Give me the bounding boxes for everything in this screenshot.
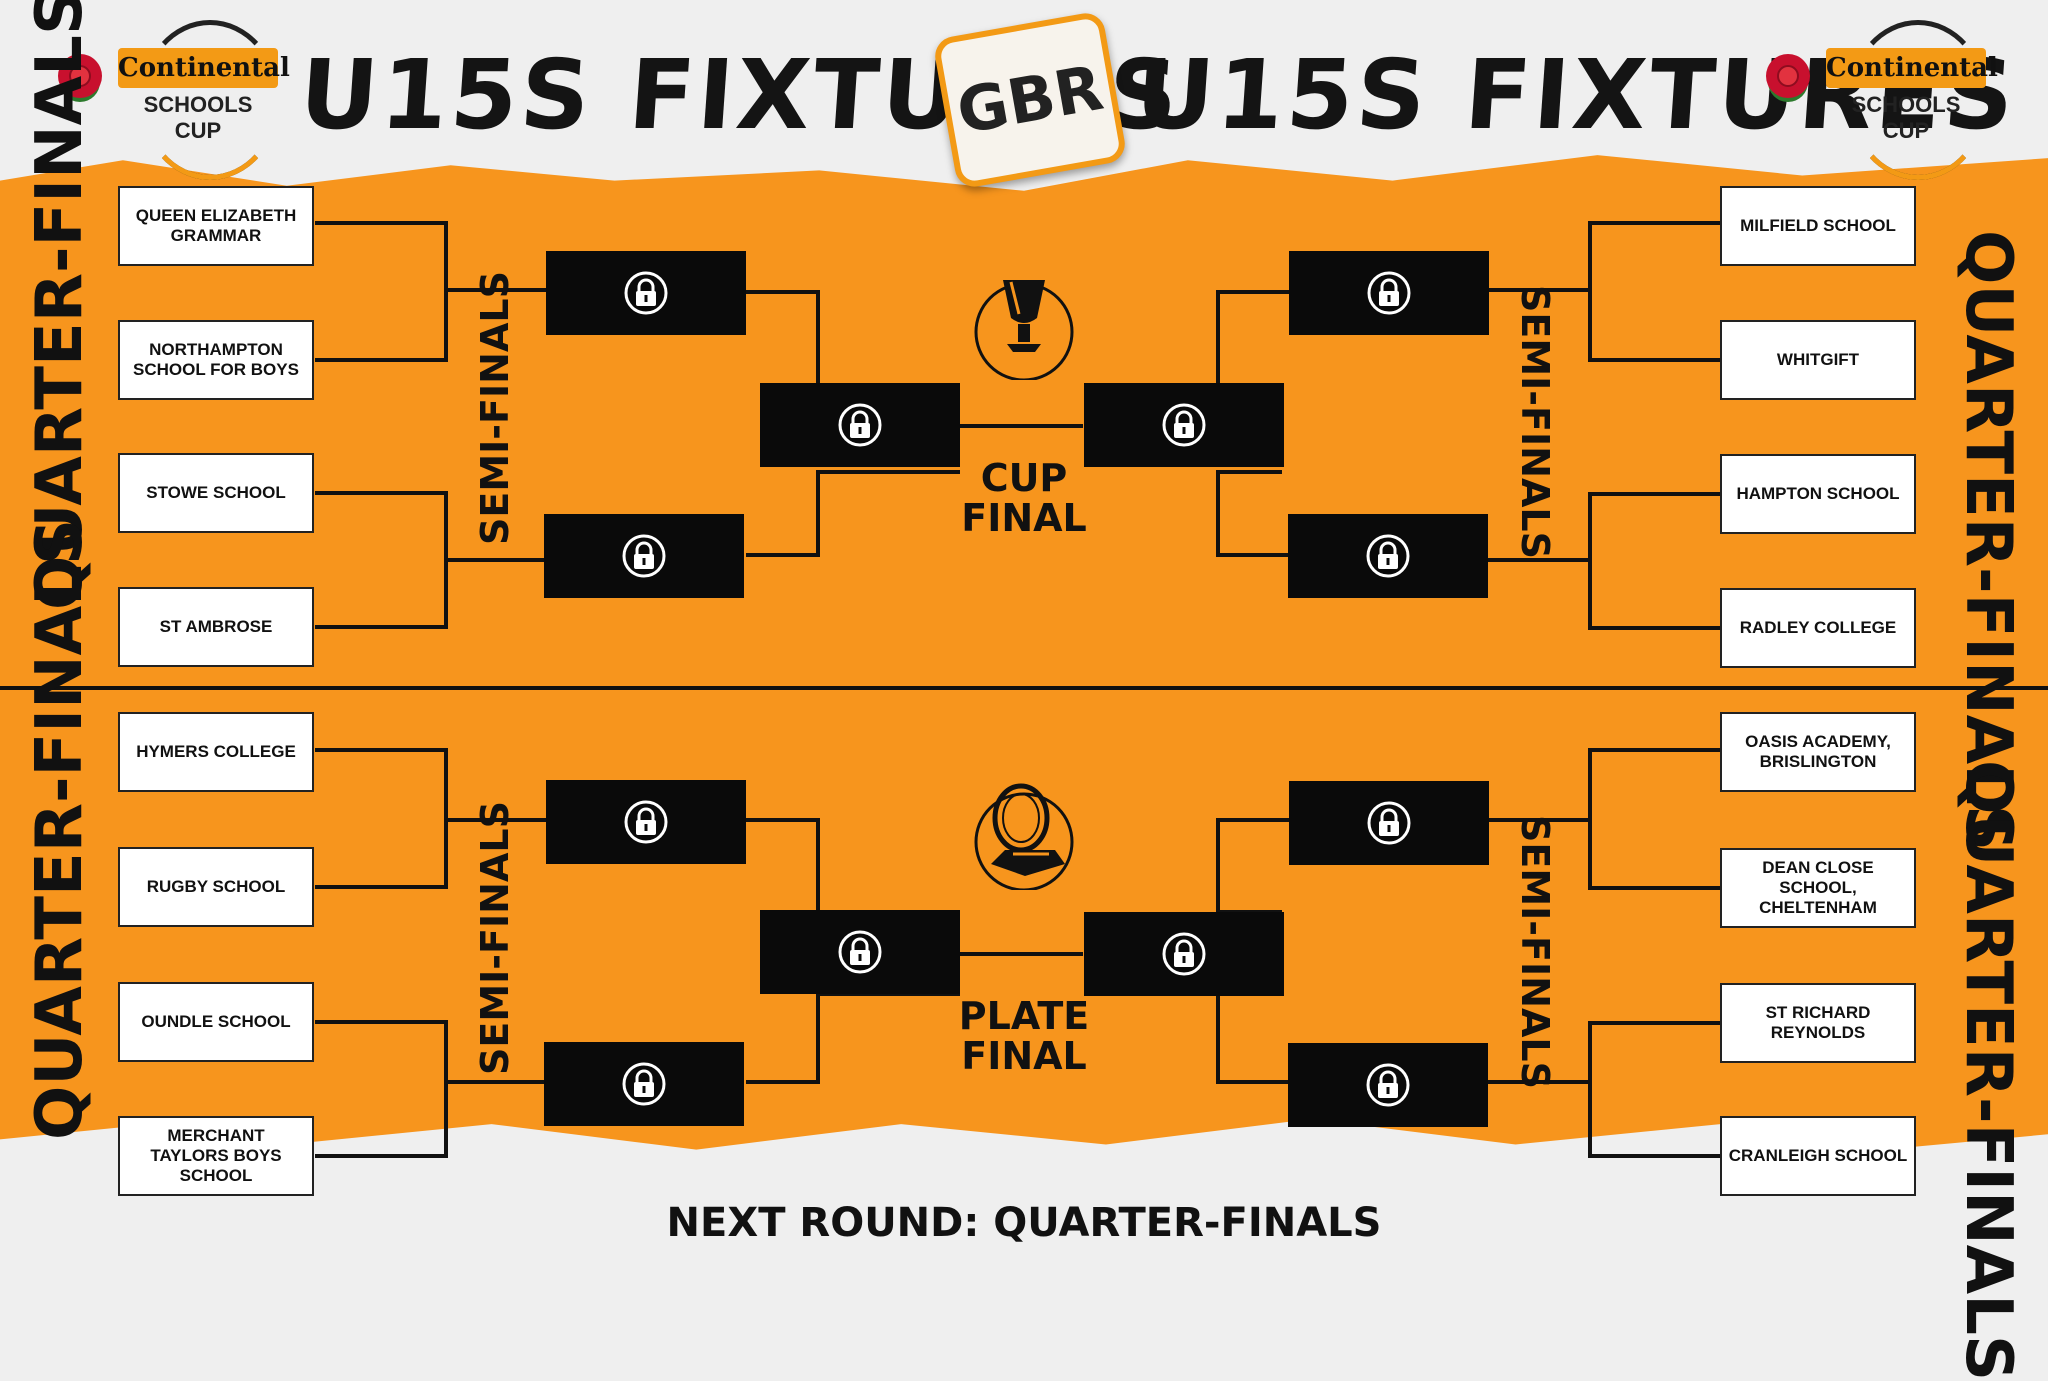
team-box: ST RICHARD REYNOLDS [1720,983,1916,1063]
team-box: DEAN CLOSE SCHOOL, CHELTENHAM [1720,848,1916,928]
lock-icon [1162,403,1206,447]
quarter-finals-label-plate-right: QUARTER-FINALS [1951,760,2025,1381]
sponsor-sub: SCHOOLS CUP [1851,92,1961,143]
sponsor-brand: Continental [1826,48,1998,88]
england-rose-icon [1766,54,1810,98]
locked-slot-semi [1288,514,1488,598]
semi-finals-label-plate-right: SEMI-FINALS [1513,815,1557,1089]
sponsor-logo-right: Continental SCHOOLS CUP [1756,20,1998,180]
locked-slot-final [760,910,960,994]
logo-swoosh-icon [140,20,280,180]
locked-slot-final [1084,383,1284,467]
plate-trophy-icon [974,783,1074,890]
semi-finals-label-cup-right: SEMI-FINALS [1513,285,1557,559]
team-box: WHITGIFT [1720,320,1916,400]
locked-slot-semi [546,251,746,335]
section-divider [0,686,2048,690]
team-box: MILFIELD SCHOOL [1720,186,1916,266]
team-box: CRANLEIGH SCHOOL [1720,1116,1916,1196]
locked-slot-final [1084,912,1284,996]
locked-slot-semi [544,514,744,598]
team-box: QUEEN ELIZABETH GRAMMAR [118,186,314,266]
sponsor-sub: SCHOOLS CUP [143,92,253,143]
team-box: NORTHAMPTON SCHOOL FOR BOYS [118,320,314,400]
locked-slot-semi [1289,781,1489,865]
team-box: STOWE SCHOOL [118,453,314,533]
england-rose-icon [58,54,102,98]
quarter-finals-label-plate-left: QUARTER-FINALS [23,518,97,1140]
logo-swoosh-icon [1848,20,1988,180]
lock-icon [838,403,882,447]
locked-slot-semi [544,1042,744,1126]
lock-icon [1367,271,1411,315]
locked-slot-semi [1289,251,1489,335]
team-box: RUGBY SCHOOL [118,847,314,927]
lock-icon [622,1062,666,1106]
semi-finals-label-plate-left: SEMI-FINALS [473,801,517,1075]
team-box: RADLEY COLLEGE [1720,588,1916,668]
lock-icon [624,800,668,844]
locked-slot-semi [1288,1043,1488,1127]
team-box: OUNDLE SCHOOL [118,982,314,1062]
locked-slot-semi [546,780,746,864]
team-box: OASIS ACADEMY, BRISLINGTON [1720,712,1916,792]
locked-slot-final [760,383,960,467]
sponsor-brand: Continental [118,48,290,88]
lock-icon [1367,801,1411,845]
lock-icon [1366,1063,1410,1107]
trophy-icon [974,280,1074,380]
lock-icon [1366,534,1410,578]
next-round-caption: NEXT ROUND: QUARTER-FINALS [666,1200,1382,1246]
team-box: HYMERS COLLEGE [118,712,314,792]
lock-icon [622,534,666,578]
team-box: MERCHANT TAYLORS BOYS SCHOOL [118,1116,314,1196]
lock-icon [624,271,668,315]
lock-icon [838,930,882,974]
team-box: ST AMBROSE [118,587,314,667]
quarter-finals-label-cup-right: QUARTER-FINALS [1951,230,2025,852]
sponsor-logo-left: Continental SCHOOLS CUP [48,20,290,180]
team-box: HAMPTON SCHOOL [1720,454,1916,534]
lock-icon [1162,932,1206,976]
semi-finals-label-cup-left: SEMI-FINALS [473,271,517,545]
